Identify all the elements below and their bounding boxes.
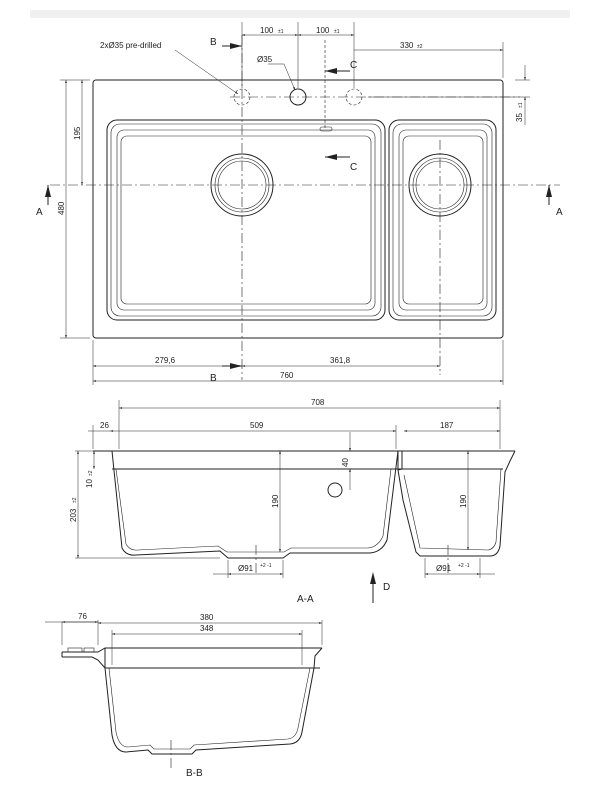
section-b-marker-top: B: [210, 37, 217, 48]
dim-10: 10: [85, 479, 94, 488]
dim-100-left-tol: ±1: [278, 29, 284, 35]
view-d-marker: D: [383, 582, 390, 593]
dim-480: 480: [57, 201, 66, 215]
overflow-hole: [327, 482, 343, 498]
dim-100-right: 100: [316, 26, 330, 35]
small-bowl: [388, 119, 497, 321]
dim-10-tol: ±2: [88, 470, 94, 476]
dim-380: 380: [200, 613, 214, 622]
dim-203-tol: ±2: [72, 497, 78, 503]
dim-76: 76: [78, 612, 87, 621]
section-a-a-title: A-A: [297, 594, 314, 605]
dim-35-tol: ±1: [518, 102, 524, 108]
section-b-marker-bottom: B: [210, 373, 217, 384]
dim-195: 195: [73, 126, 82, 140]
predrilled-label: 2xØ35 pre-drilled: [100, 41, 161, 50]
dim-203: 203: [69, 508, 78, 522]
hole-dia-label: Ø35: [257, 55, 273, 64]
section-c-marker-top: C: [350, 60, 357, 71]
dim-187: 187: [440, 421, 454, 430]
drain-dia-left-tol: +2 -1: [260, 563, 272, 569]
dim-330: 330: [400, 41, 414, 50]
dim-190-right: 190: [459, 494, 468, 508]
dim-40: 40: [341, 458, 350, 467]
dim-348: 348: [200, 624, 214, 633]
dim-26: 26: [100, 421, 109, 430]
section-b-b-title: B-B: [186, 768, 203, 779]
dim-330-tol: ±2: [417, 44, 423, 50]
main-bowl: [106, 119, 386, 321]
drain-dia-right: Ø91: [436, 564, 452, 573]
dim-361-8: 361,8: [330, 356, 351, 365]
section-a-marker-left: A: [36, 207, 43, 218]
section-c-marker-bottom: C: [350, 162, 357, 173]
section-b-b: 76 380 348 B-B: [45, 612, 323, 779]
dim-190-left: 190: [271, 494, 280, 508]
dim-100-left: 100: [260, 26, 274, 35]
dim-509: 509: [250, 421, 264, 430]
dim-100-right-tol: ±1: [334, 29, 340, 35]
top-view: 100 ±1 100 ±1 330 ±2 35 ±1 480 195 279,6…: [36, 22, 563, 385]
drain-dia-right-tol: +2 -1: [458, 563, 470, 569]
top-toolbar-strip: [30, 10, 570, 18]
dim-708: 708: [311, 398, 325, 407]
section-a-marker-right: A: [556, 207, 563, 218]
dim-35: 35: [515, 113, 524, 122]
section-a-a: 708 26 509 187 40 203 ±2 10 ±2 190 190 Ø…: [69, 398, 516, 605]
drain-dia-left: Ø91: [238, 564, 254, 573]
dim-279-6: 279,6: [155, 356, 176, 365]
dim-760: 760: [280, 371, 294, 380]
